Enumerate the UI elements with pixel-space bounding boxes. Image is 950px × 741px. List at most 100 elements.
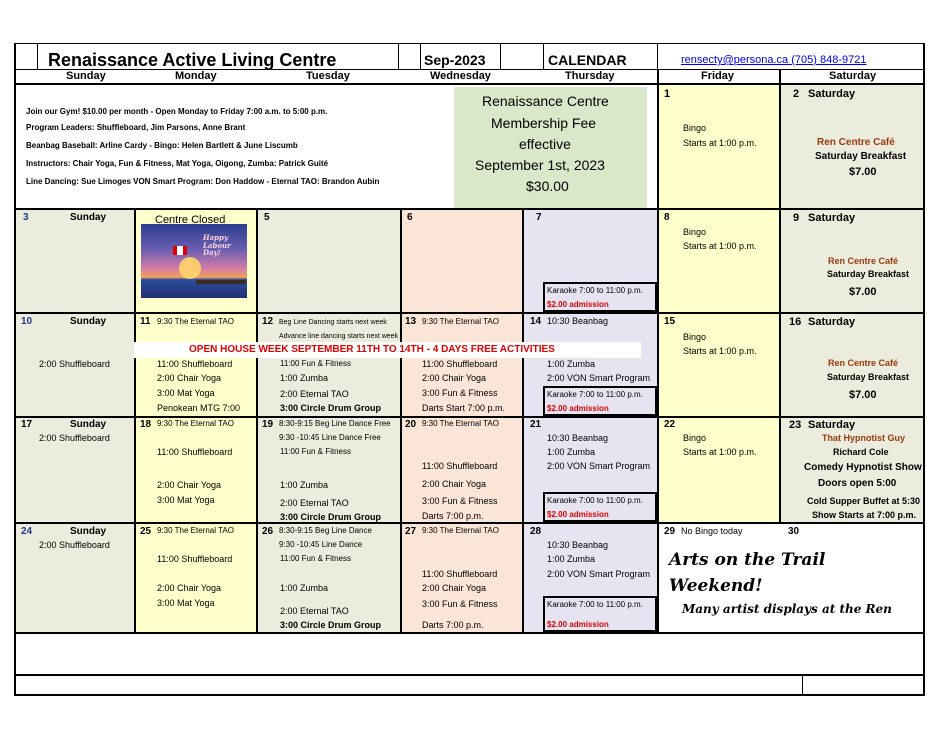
arts-subtitle: Many artist displays at the Ren	[682, 602, 892, 616]
darts-item: Darts 7:00 p.m.	[422, 511, 484, 521]
info-line: Line Dancing: Sue Limoges VON Smart Prog…	[26, 177, 380, 186]
breakfast-label: Saturday Breakfast	[827, 269, 910, 279]
date-5: 5	[264, 212, 270, 223]
price: $7.00	[849, 166, 877, 178]
karaoke-text: Karaoke 7:00 to 11:00 p.m.	[547, 390, 643, 399]
date-12: 12	[262, 316, 274, 327]
eternal-tao-item: 2:00 Eternal TAO	[280, 606, 349, 616]
date-26: 26	[262, 526, 274, 537]
fee-line: $30.00	[526, 178, 569, 194]
membership-fee-box	[454, 87, 647, 210]
tao-item: 9:30 The Eternal TAO	[157, 317, 234, 326]
date-20: 20	[405, 419, 417, 430]
admission-text: $2.00 admission	[547, 620, 609, 629]
show-start: Show Starts at 7:00 p.m.	[812, 510, 917, 520]
labour-day-text: Happy Labour Day!	[203, 233, 231, 258]
info-line: Join our Gym! $10.00 per month - Open Mo…	[26, 107, 328, 116]
sunday-label: Sunday	[70, 212, 107, 223]
date-9: 9	[793, 212, 800, 224]
hypnotist-name: Richard Cole	[833, 447, 889, 457]
karaoke-box: Karaoke 7:00 to 11:00 p.m. $2.00 admissi…	[543, 386, 657, 416]
arts-weekend: Weekend!	[669, 576, 763, 596]
shuffleboard-item: 11:00 Shuffleboard	[157, 359, 233, 369]
karaoke-box: Karaoke 7:00 to 11:00 p.m. $2.00 admissi…	[543, 282, 657, 312]
mat-yoga-item: 3:00 Mat Yoga	[157, 495, 215, 505]
karaoke-text: Karaoke 7:00 to 11:00 p.m.	[547, 600, 643, 609]
date-25: 25	[140, 526, 152, 537]
von-item: 2:00 VON Smart Program	[547, 569, 651, 579]
day-saturday: Saturday	[829, 70, 877, 82]
beg-line-item: Beg Line Dancing starts next week	[279, 319, 387, 326]
info-line: Instructors: Chair Yoga, Fun & Fitness, …	[26, 159, 329, 168]
beanbag-item: 10:30 Beanbag	[547, 433, 609, 443]
fun-fitness-item: 3:00 Fun & Fitness	[422, 599, 498, 609]
chair-yoga-item: 2:00 Chair Yoga	[422, 479, 487, 489]
adv-line-item: 9:30 -10:45 Line Dance Free	[279, 433, 381, 442]
hypnotist-show: Comedy Hypnotist Show	[804, 462, 922, 473]
chair-yoga-item: 2:00 Chair Yoga	[422, 583, 487, 593]
date-30: 30	[788, 526, 800, 537]
saturday-label: Saturday	[808, 419, 856, 431]
shuffleboard-item: 11:00 Shuffleboard	[422, 359, 498, 369]
info-line: Program Leaders: Shuffleboard, Jim Parso…	[26, 123, 246, 132]
chair-yoga-item: 2:00 Chair Yoga	[422, 373, 487, 383]
zumba-item: 1:00 Zumba	[547, 554, 596, 564]
sunday-label: Sunday	[70, 526, 107, 537]
date-22: 22	[664, 419, 676, 430]
labour-day-image: Happy Labour Day!	[141, 224, 247, 298]
day-sunday: Sunday	[66, 70, 106, 82]
mat-yoga-item: 3:00 Mat Yoga	[157, 598, 215, 608]
fun-fitness-item: 3:00 Fun & Fitness	[422, 388, 498, 398]
hypnotist-title: That Hypnotist Guy	[822, 433, 905, 443]
shuffleboard-item: 2:00 Shuffleboard	[39, 540, 110, 550]
von-item: 2:00 VON Smart Program	[547, 373, 651, 383]
eternal-tao-item: 2:00 Eternal TAO	[280, 498, 349, 508]
mat-yoga-item: 3:00 Mat Yoga	[157, 388, 215, 398]
eternal-tao-item: 2:00 Eternal TAO	[280, 389, 349, 399]
tao-item: 9:30 The Eternal TAO	[422, 419, 499, 428]
date-3: 3	[23, 212, 29, 223]
no-bingo-note: No Bingo today	[681, 526, 743, 536]
adv-line-item: 9:30 -10:45 Line Dance	[279, 540, 363, 549]
fun-fitness-item: 3:00 Fun & Fitness	[422, 496, 498, 506]
date-27: 27	[405, 526, 417, 537]
tao-item: 9:30 The Eternal TAO	[157, 526, 234, 535]
pier-icon	[195, 280, 247, 284]
drum-item: 3:00 Circle Drum Group	[280, 403, 382, 413]
fee-line: Membership Fee	[491, 115, 597, 131]
beanbag-item: 10:30 Beanbag	[547, 540, 609, 550]
date-11: 11	[140, 316, 151, 327]
buffet-item: Cold Supper Buffet at 5:30	[807, 496, 921, 506]
tao-item: 9:30 The Eternal TAO	[422, 317, 499, 326]
breakfast-label: Saturday Breakfast	[815, 151, 907, 162]
sunday-label: Sunday	[70, 419, 107, 430]
day-wednesday: Wednesday	[430, 70, 491, 82]
price: $7.00	[849, 389, 877, 401]
date-2: 2	[793, 88, 800, 100]
shuffleboard-item: 2:00 Shuffleboard	[39, 359, 110, 369]
date-28: 28	[530, 526, 542, 537]
contact-link[interactable]: rensecty@persona.ca (705) 848-9721	[681, 54, 867, 66]
date-29: 29	[664, 526, 676, 537]
bingo-time: Starts at 1:00 p.m.	[683, 447, 757, 457]
chair-yoga-item: 2:00 Chair Yoga	[157, 373, 222, 383]
date-23: 23	[789, 419, 802, 431]
centre-closed: Centre Closed	[155, 214, 226, 226]
saturday-label: Saturday	[808, 212, 856, 224]
adv-line-item: Advance line dancing starts next week	[279, 333, 399, 340]
bingo-label: Bingo	[683, 433, 707, 443]
admission-text: $2.00 admission	[547, 510, 609, 519]
date-16: 16	[789, 316, 802, 328]
date-14: 14	[530, 316, 542, 327]
bingo-label: Bingo	[683, 227, 707, 237]
karaoke-box: Karaoke 7:00 to 11:00 p.m. $2.00 admissi…	[543, 492, 657, 522]
doors-open: Doors open 5:00	[818, 478, 897, 489]
karaoke-box: Karaoke 7:00 to 11:00 p.m. $2.00 admissi…	[543, 596, 657, 632]
date-13: 13	[405, 316, 417, 327]
day-friday: Friday	[701, 70, 735, 82]
date-19: 19	[262, 419, 274, 430]
chair-yoga-item: 2:00 Chair Yoga	[157, 583, 222, 593]
shuffleboard-item: 11:00 Shuffleboard	[422, 461, 498, 471]
sunday-label: Sunday	[70, 316, 107, 327]
date-17: 17	[21, 419, 33, 430]
